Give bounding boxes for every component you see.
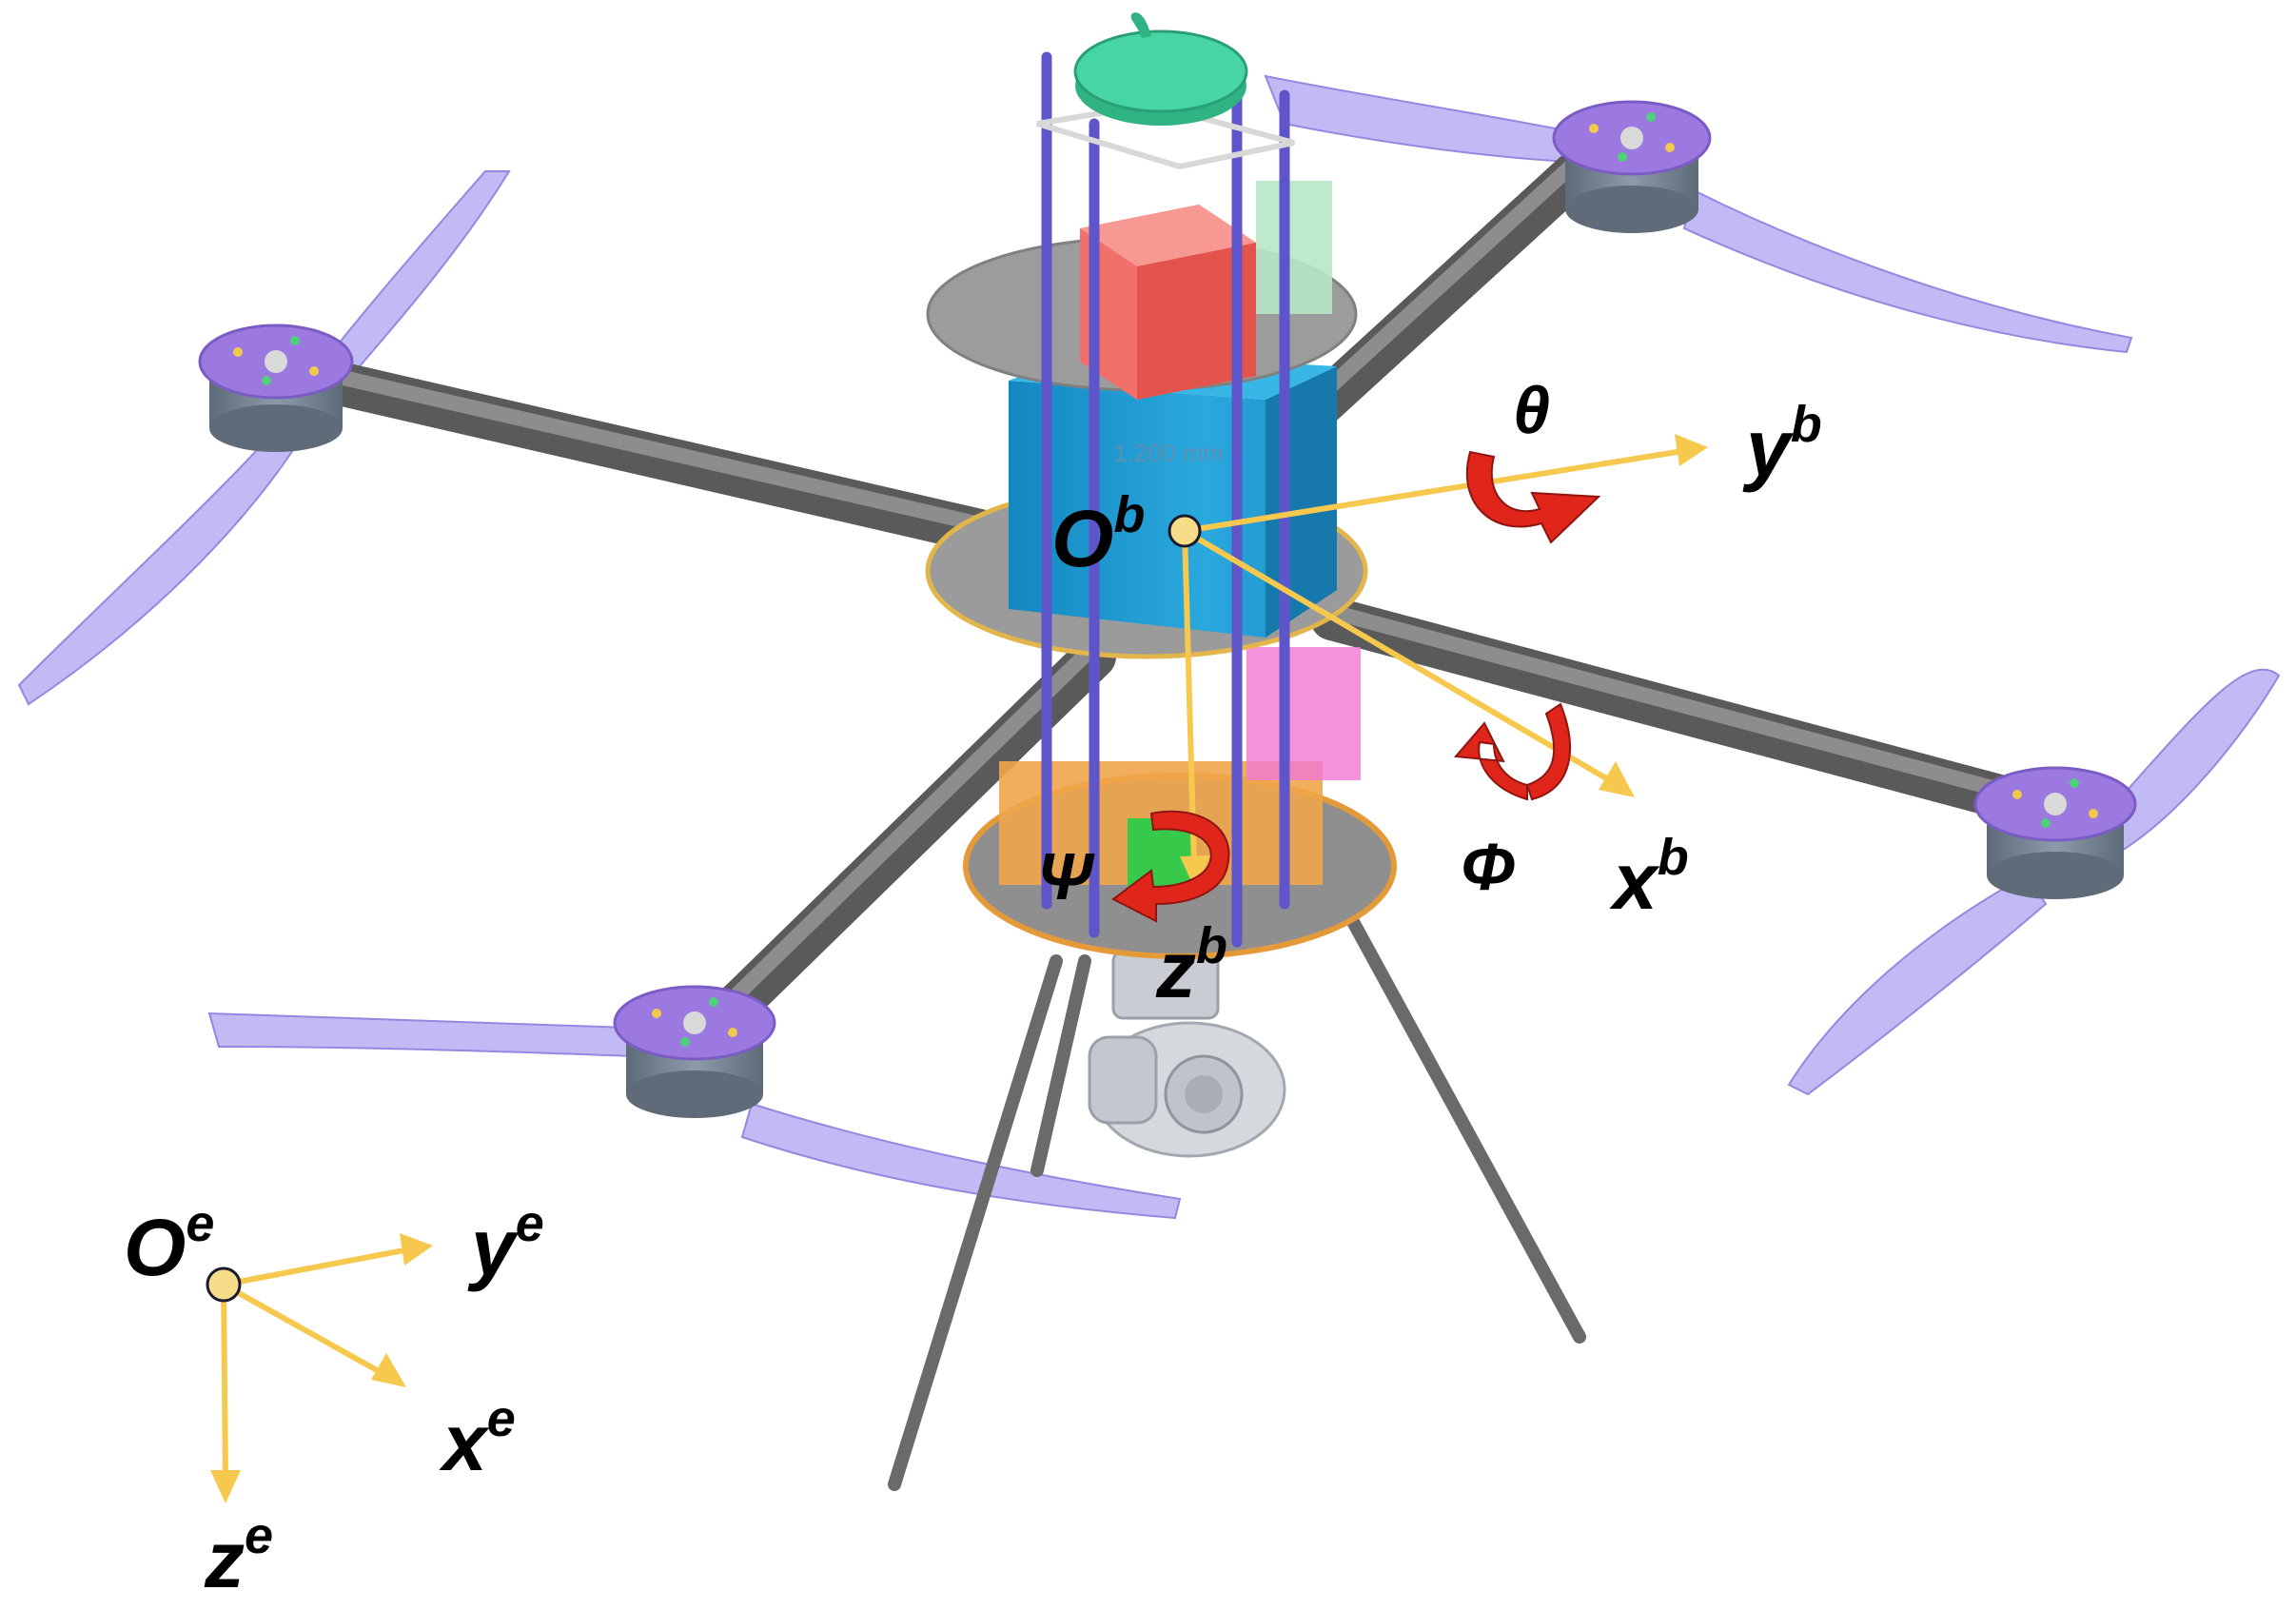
yb-axis-arrow (1184, 447, 1690, 534)
zb-label: zb (1155, 917, 1227, 1014)
camera-gimbal (1088, 950, 1286, 1158)
propeller-blade (1264, 74, 1581, 164)
roll-rotation-arrow (1453, 702, 1571, 801)
xe-label: xe (439, 1390, 516, 1487)
ye-label: ye (467, 1195, 544, 1292)
pitch-angle-label: θ (1513, 373, 1550, 447)
propeller-blade (1682, 188, 2133, 354)
roll-angle-label: Φ (1461, 830, 1516, 904)
propellers (17, 74, 2281, 1220)
standoff-rods (1041, 51, 1290, 948)
gps-antenna (1073, 12, 1248, 126)
dimension-text: 1.200 mm (1113, 439, 1224, 467)
yaw-rotation-arrow (1111, 810, 1230, 923)
motors (198, 100, 2137, 1118)
flight-controller (1080, 205, 1256, 400)
landing-leg (888, 954, 1063, 1491)
landing-leg (1030, 954, 1091, 1177)
landing-gear (888, 912, 1586, 1491)
motor-back-left (613, 985, 776, 1118)
pitch-rotation-arrow (1465, 450, 1601, 544)
ye-axis-arrow (223, 1247, 410, 1287)
frame-arms (264, 121, 2068, 1059)
xe-axis-arrow (222, 1282, 387, 1378)
propeller-blade (17, 417, 297, 706)
earth-origin-label: Oe (124, 1195, 214, 1292)
motor-front-right (1973, 766, 2137, 899)
earth-origin-dot (206, 1266, 242, 1303)
body-frame-axes (1180, 434, 1708, 890)
central-body: 1.200 mm (925, 12, 1397, 1158)
xb-axis-arrow (1183, 528, 1619, 788)
xb-label: xb (1609, 829, 1689, 926)
propeller-blade (2091, 668, 2281, 858)
yaw-angle-label: Ψ (1037, 839, 1095, 913)
yb-label: yb (1742, 396, 1822, 493)
propeller-blade (1787, 874, 2048, 1096)
motor-front-left (198, 324, 354, 452)
ze-axis-arrow (221, 1284, 228, 1481)
propeller-blade (740, 1102, 1182, 1220)
zb-axis-arrow (1182, 530, 1197, 867)
propeller-blade (207, 1011, 635, 1058)
rotation-arrows (1111, 450, 1601, 923)
earth-frame-axes (210, 1233, 433, 1503)
ze-label: ze (204, 1507, 273, 1604)
body-origin-label: Ob (1051, 486, 1145, 583)
landing-leg (1344, 912, 1586, 1344)
body-origin-dot (1168, 514, 1202, 548)
motor-back-right (1552, 100, 1712, 233)
